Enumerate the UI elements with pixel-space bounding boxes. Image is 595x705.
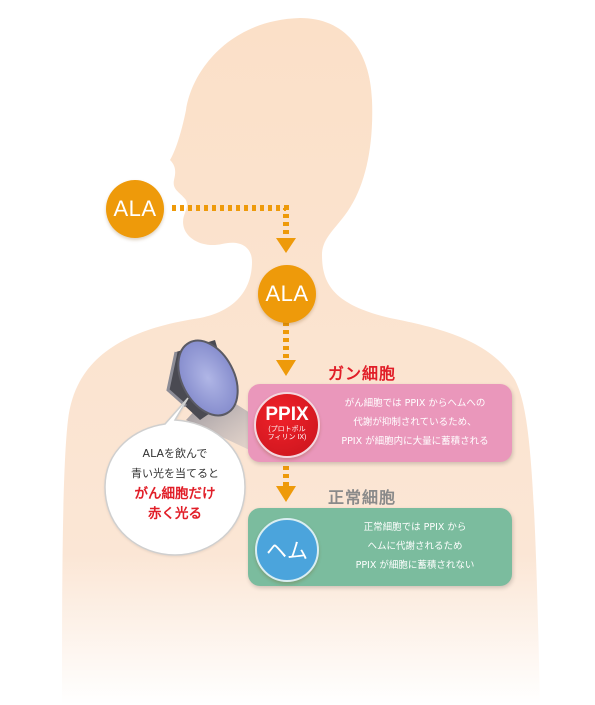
arrow-mouth-to-neck (172, 205, 289, 238)
ppix-circle: PPIX (プロトポルフィリン IX) (254, 392, 320, 458)
cancer-line-3: PPIX が細胞内に大量に蓄積される (341, 436, 489, 447)
heme-label: ヘム (266, 540, 308, 563)
cancer-line-2: 代謝が抑制されているため、 (353, 417, 477, 428)
heme-circle: ヘム (255, 518, 319, 582)
ala-label: ALA (265, 281, 309, 306)
arrowhead-ppix (276, 360, 296, 376)
pathway-arrows (172, 205, 296, 502)
speech-bubble (104, 397, 246, 556)
ala-circle-neck: ALA (258, 265, 316, 323)
bubble-line-4: 赤く光る (148, 506, 202, 522)
cancer-description: がん細胞では PPIX からヘムへの 代謝が抑制されているため、 PPIX が細… (318, 394, 512, 451)
normal-line-1: 正常細胞では PPIX から (363, 522, 467, 533)
bubble-line-3: がん細胞だけ (134, 486, 216, 502)
bubble-line-1: ALAを飲んで (142, 447, 208, 460)
normal-line-2: ヘムに代謝されるため (367, 541, 463, 552)
cancer-cell-heading: ガン細胞 (328, 364, 397, 383)
ppix-sublabel: (プロトポルフィリン IX) (267, 425, 307, 441)
normal-description: 正常細胞では PPIX から ヘムに代謝されるため PPIX が細胞に蓄積されな… (318, 518, 512, 575)
ala-circle-mouth: ALA (106, 180, 164, 238)
cancer-line-1: がん細胞では PPIX からヘムへの (344, 398, 486, 409)
normal-cell-heading: 正常細胞 (328, 488, 397, 507)
ala-label: ALA (113, 196, 157, 221)
lamp-lens (177, 339, 239, 417)
normal-line-3: PPIX が細胞に蓄積されない (355, 560, 475, 571)
ppix-label: PPIX (265, 403, 309, 425)
bubble-text: ALAを飲んで 青い光を当てると がん細胞だけ 赤く光る (112, 444, 238, 524)
bubble-line-2: 青い光を当てると (131, 467, 219, 480)
arrowhead-neck (276, 238, 296, 253)
human-body-silhouette (62, 18, 540, 705)
arrowhead-heme (276, 486, 296, 502)
lamp-edge (166, 351, 187, 408)
